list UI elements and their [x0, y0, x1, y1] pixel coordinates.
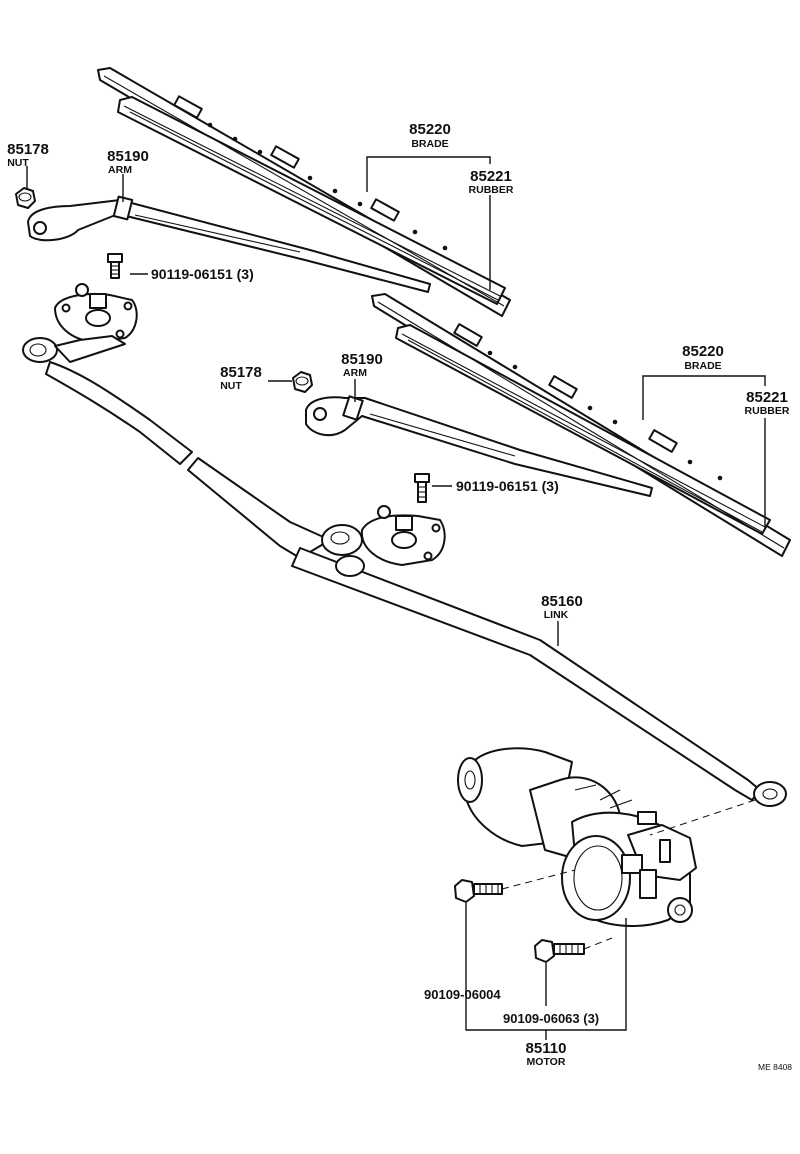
leader-lines: [26, 156, 766, 1040]
pivot-bracket-lower: [360, 505, 446, 566]
callout-nut-name-2: NUT: [220, 380, 242, 392]
blade-rivets-lower: [487, 350, 723, 481]
alignment-line-bolt-a: [501, 869, 576, 890]
callout-bolt-label-1: 90119-06151 (3): [151, 266, 254, 282]
callout-arm-name-1: ARM: [108, 164, 132, 176]
blade-rivets-upper: [207, 122, 448, 251]
wiper-blade-lower: [371, 293, 791, 557]
callout-blade-name-1: BRADE: [411, 138, 448, 150]
callout-rubber-name-1: RUBBER: [469, 184, 514, 196]
callout-nut-number-2: 85178: [220, 364, 262, 381]
nut-upper: [15, 187, 36, 209]
callout-rubber-number-2: 85221: [746, 389, 788, 406]
callout-arm-number-1: 85190: [107, 148, 149, 165]
callout-motor-number: 85110: [526, 1040, 567, 1057]
alignment-line-bolt-b: [583, 937, 613, 950]
callout-link-name: LINK: [544, 609, 569, 621]
motor-bolt-b: [534, 939, 585, 963]
link-left-segment: [22, 335, 193, 465]
wiper-arm-upper: [27, 195, 431, 293]
callout-blade-number-1: 85220: [409, 121, 451, 138]
callout-motor-bolt-b: 90109-06063 (3): [503, 1011, 599, 1026]
callout-arm-name-2: ARM: [343, 367, 367, 379]
callout-nut-name-1: NUT: [7, 157, 29, 169]
callout-motor-bolt-a: 90109-06004: [424, 987, 501, 1002]
callout-arm-number-2: 85190: [341, 351, 383, 368]
motor-bolt-a: [454, 879, 503, 903]
callout-motor-name: MOTOR: [527, 1056, 566, 1068]
link-85160: [187, 457, 787, 807]
callout-bolt-label-2: 90119-06151 (3): [456, 478, 559, 494]
wiper-blade-upper: [97, 67, 511, 317]
bolt-upper: [107, 253, 123, 279]
wiper-arm-lower: [305, 395, 653, 497]
pivot-bracket-upper: [54, 283, 138, 343]
callout-blade-name-2: BRADE: [684, 360, 721, 372]
callout-blade-number-2: 85220: [682, 343, 724, 360]
nut-lower: [292, 371, 313, 393]
callout-rubber-name-2: RUBBER: [745, 405, 790, 417]
bolt-lower: [414, 473, 430, 503]
callout-rubber-number-1: 85221: [470, 168, 512, 185]
callout-link-number: 85160: [541, 593, 583, 610]
wiper-motor-85110: [457, 747, 697, 927]
callout-nut-number-1: 85178: [7, 141, 49, 158]
alignment-line-link-motor: [649, 799, 756, 836]
diagram-code: ME 8408: [758, 1062, 792, 1072]
